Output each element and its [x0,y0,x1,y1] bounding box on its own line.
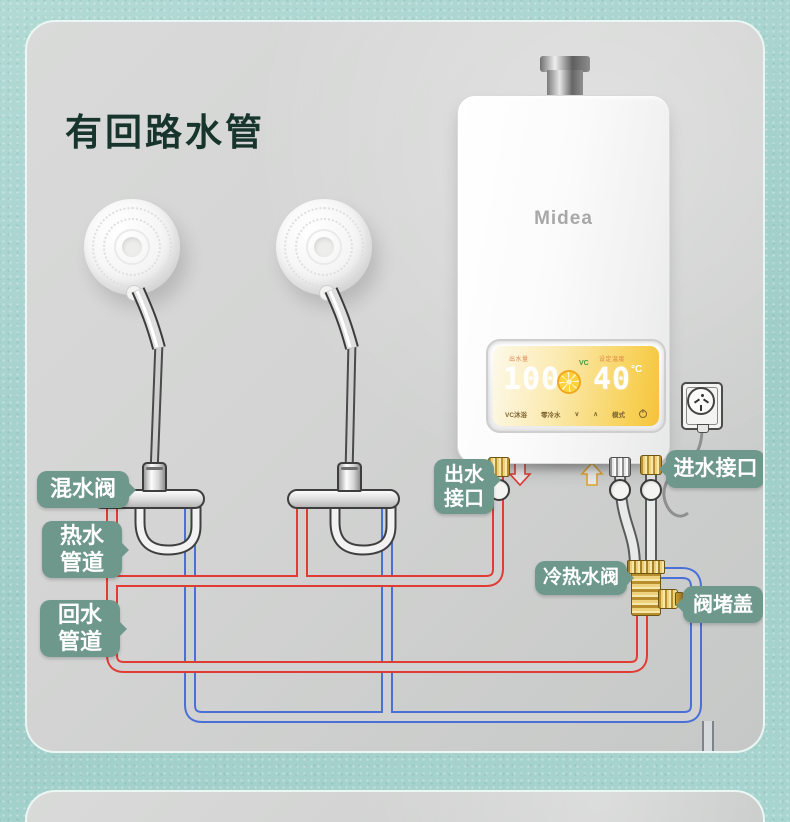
shower-hub [122,237,142,257]
flow-value: 100 [503,362,561,397]
bubble-tail [625,569,643,587]
diagram-card-inner: 有回路水管 [27,22,763,751]
cold-water-pipe-main [184,500,702,723]
shower-ring [114,229,150,265]
brand-logo: Midea [534,208,593,229]
section-title: 有回路水管 [65,112,265,153]
cold-inlet-union [640,479,662,501]
bubble-tail [492,471,510,489]
vc-leaf-badge: VC [579,360,589,367]
label-valve-plug-cap: 阀堵盖 [676,586,763,623]
temp-caption: 设定温度 [599,357,626,363]
shower-ring [306,229,342,265]
cold-hot-valve-nut [627,560,665,574]
lemon-vc-icon [557,370,581,394]
plug-pin [701,394,704,397]
temp-unit: °C [631,364,643,375]
power-icon[interactable] [638,410,647,418]
plug-pin [702,398,710,404]
bubble-tail [667,596,685,614]
shower-hub [314,237,334,257]
next-section-card [25,790,765,822]
plug-pin [693,398,701,404]
shower-holder-left [142,462,167,492]
mixing-valve-bar-right [287,489,400,509]
bubble-tail [118,620,136,638]
cold-hot-valve-body [631,572,661,616]
label-mixing-valve: 混水阀 [37,471,136,508]
label-water-inlet: 进水接口 [659,450,763,488]
water-heater: Midea 出水量 100 VC 设定温度 40 °C VC沐浴 零冷水 ∨ [457,95,670,464]
label-water-outlet: 出水 接口 [434,459,501,514]
diagram-card: 有回路水管 [25,20,765,753]
flow-caption: 出水量 [509,357,529,363]
return-port-union [609,479,631,501]
flue-pipe [547,70,583,98]
cord-strain-relief [697,424,709,433]
touch-button-row: VC沐浴 零冷水 ∨ ∧ 模式 [498,407,654,421]
label-cold-hot-valve: 冷热水阀 [535,561,634,595]
return-port-fitting [609,457,631,477]
plug-pin [700,405,702,411]
plug-face [687,387,715,415]
button-down[interactable]: ∨ [574,411,580,418]
flue-pipe-ring [540,56,590,72]
label-hot-pipe: 热水 管道 [42,521,129,578]
temp-value: 40 [593,362,632,397]
shower-ring [295,218,353,276]
shower-head-left [84,199,180,295]
bubble-tail [120,541,138,559]
shower-holder-right [337,462,362,492]
hot-flow-down-arrow [508,462,532,487]
bubble-tail [127,481,145,499]
label-return-pipe: 回水 管道 [40,600,127,657]
shower-ring [103,218,161,276]
shower-head-right [276,199,372,295]
display-panel: 出水量 100 VC 设定温度 40 °C VC沐浴 零冷水 ∨ ∧ 模式 [493,346,659,426]
display-bezel: 出水量 100 VC 设定温度 40 °C VC沐浴 零冷水 ∨ ∧ 模式 [486,339,666,433]
return-flow-up-arrow [580,461,604,486]
bubble-tail [650,460,668,478]
button-up[interactable]: ∧ [593,411,598,418]
button-mode[interactable]: 模式 [611,412,625,419]
button-zero-cold[interactable]: 零冷水 [541,412,561,419]
button-vc-bath[interactable]: VC沐浴 [504,412,528,419]
wall-socket [681,382,723,433]
